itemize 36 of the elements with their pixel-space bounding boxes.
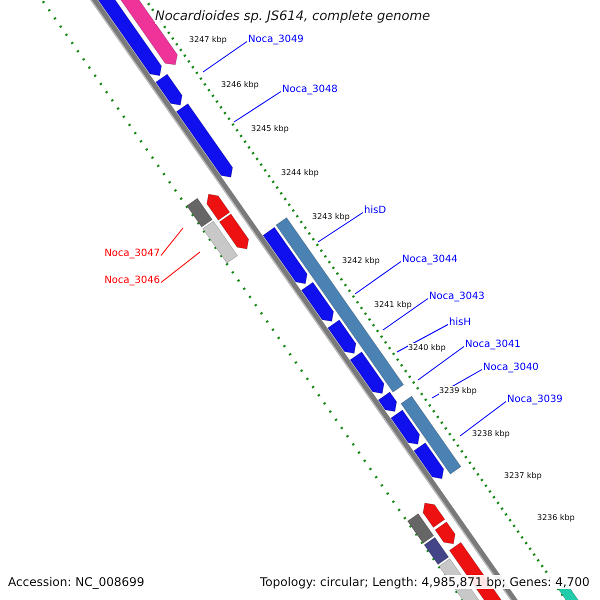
position-label: 3247 kbp: [189, 35, 227, 44]
position-label: 3242 kbp: [342, 256, 380, 265]
position-label: 3237 kbp: [504, 471, 542, 480]
gene-label: Noca_3039: [507, 394, 563, 405]
position-label: 3239 kbp: [439, 386, 477, 395]
position-label: 3243 kbp: [312, 212, 350, 221]
genome-info-label: Topology: circular; Length: 4,985,871 bp; Genes: 4,700: [260, 575, 590, 589]
leader-line: [234, 91, 282, 122]
position-label: 3241 kbp: [374, 300, 412, 309]
position-label: 3238 kbp: [472, 429, 510, 438]
gene-label: Noca_3040: [483, 362, 539, 373]
leader-line: [396, 324, 448, 352]
position-label: 3236 kbp: [537, 513, 575, 522]
gene-label: Noca_3041: [465, 339, 521, 350]
position-label: 3245 kbp: [251, 124, 289, 133]
leader-line: [318, 212, 364, 242]
leader-line: [382, 298, 428, 330]
leader-line: [418, 346, 464, 380]
leader-line: [354, 261, 402, 294]
position-label: 3246 kbp: [221, 80, 259, 89]
gene-label: Noca_3046: [104, 275, 160, 286]
accession-label: Accession: NC_008699: [8, 575, 144, 589]
leader-line: [202, 41, 248, 72]
leader-line: [460, 401, 506, 436]
gene-label: hisH: [449, 317, 471, 328]
gene-label: Noca_3043: [429, 291, 485, 302]
gene-label: Noca_3047: [104, 248, 160, 259]
gene-label: Noca_3044: [402, 254, 458, 265]
position-label: 3240 kbp: [408, 343, 446, 352]
gene-label: hisD: [364, 205, 386, 216]
leader-line: [160, 252, 200, 283]
position-label: 3244 kbp: [281, 168, 319, 177]
map-title: Nocardioides sp. JS614, complete genome: [155, 9, 430, 24]
gene-label: Noca_3048: [282, 84, 338, 95]
leader-line: [160, 228, 184, 256]
gene-label: Noca_3049: [248, 34, 304, 45]
